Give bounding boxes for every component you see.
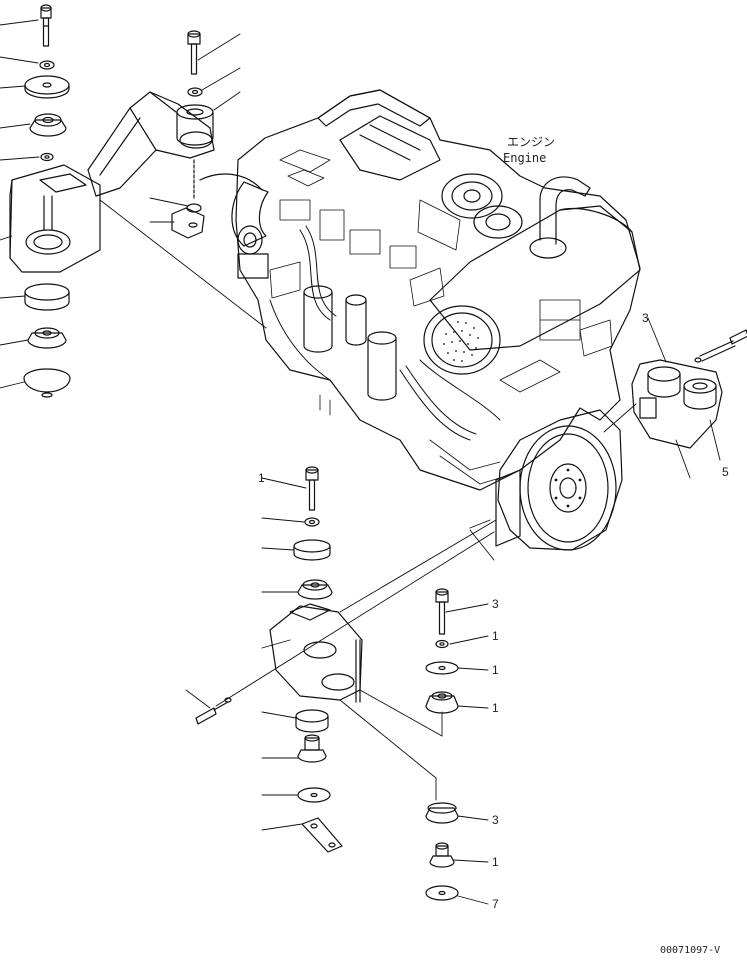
callout-right-col-6: 1 xyxy=(492,855,499,869)
center-lower-mount-stack xyxy=(185,466,495,853)
center-washer xyxy=(304,517,320,527)
left-plate xyxy=(24,75,70,99)
top-clip xyxy=(171,207,205,239)
callout-right-col-1: 3 xyxy=(492,597,499,611)
top-center-mount-stack xyxy=(87,30,241,239)
left-leaders xyxy=(0,19,40,389)
right-lower-cushion xyxy=(425,802,459,824)
center-lower-cushion xyxy=(295,709,329,733)
fuel-filter-right xyxy=(367,331,397,401)
right-lower-mount-stack xyxy=(99,199,497,905)
center-leaders xyxy=(185,477,495,831)
left-bolt xyxy=(40,4,52,47)
right-rear-bolt xyxy=(694,329,747,363)
engine-assembly xyxy=(199,89,641,551)
top-leaders xyxy=(149,33,241,223)
turbocharger xyxy=(441,173,523,239)
right-plate xyxy=(425,661,459,675)
engine-label-english: Engine xyxy=(503,151,547,165)
right-cushion xyxy=(425,691,459,714)
right-washer-lower xyxy=(425,885,459,901)
muffler-perforations xyxy=(443,321,479,362)
callout-right-col-3: 1 xyxy=(492,663,499,677)
engine-details xyxy=(269,149,613,485)
center-strap xyxy=(301,817,343,853)
top-washer-lower xyxy=(186,203,202,213)
muffler xyxy=(423,176,641,375)
top-bolt xyxy=(187,30,201,75)
engine-hoses xyxy=(269,225,501,441)
center-bolt xyxy=(305,466,319,511)
left-cup xyxy=(23,368,71,398)
fuel-filter-left xyxy=(303,285,333,353)
callout-right-col-7: 7 xyxy=(492,897,499,911)
engine-label-japanese: エンジン xyxy=(507,135,556,149)
oil-filter xyxy=(345,294,367,346)
top-cushion xyxy=(176,104,214,146)
right-bolt xyxy=(435,588,449,635)
top-washer xyxy=(187,87,203,97)
right-rear-mount xyxy=(603,317,747,479)
center-washer-lower xyxy=(297,787,331,803)
center-bracket xyxy=(269,603,363,703)
right-collar xyxy=(429,842,455,868)
callout-right-top-a: 3 xyxy=(642,311,649,325)
left-washer-mid xyxy=(40,152,54,162)
drawing-number: 00071097-V xyxy=(660,945,721,956)
left-washer-top xyxy=(39,60,55,70)
left-cushion-upper xyxy=(29,113,67,137)
left-cushion-lower xyxy=(24,283,70,311)
callout-right-col-4: 1 xyxy=(492,701,499,715)
callout-right-col-2: 1 xyxy=(492,629,499,643)
callout-center-col-1: 1 xyxy=(258,471,265,485)
callout-right-top-b: 5 xyxy=(722,465,729,479)
alternator xyxy=(237,225,269,279)
left-bracket xyxy=(9,164,101,273)
left-mount-stack xyxy=(0,4,101,398)
right-rear-leaders xyxy=(603,317,721,479)
center-cushion xyxy=(297,579,333,600)
center-collar xyxy=(297,734,327,763)
left-rubber-collar xyxy=(27,327,67,349)
right-leaders xyxy=(99,199,497,905)
flywheel-housing xyxy=(497,409,623,551)
callout-right-col-5: 3 xyxy=(492,813,499,827)
right-washer xyxy=(435,639,449,649)
top-arm-bracket xyxy=(87,91,215,197)
center-plate xyxy=(293,539,331,561)
